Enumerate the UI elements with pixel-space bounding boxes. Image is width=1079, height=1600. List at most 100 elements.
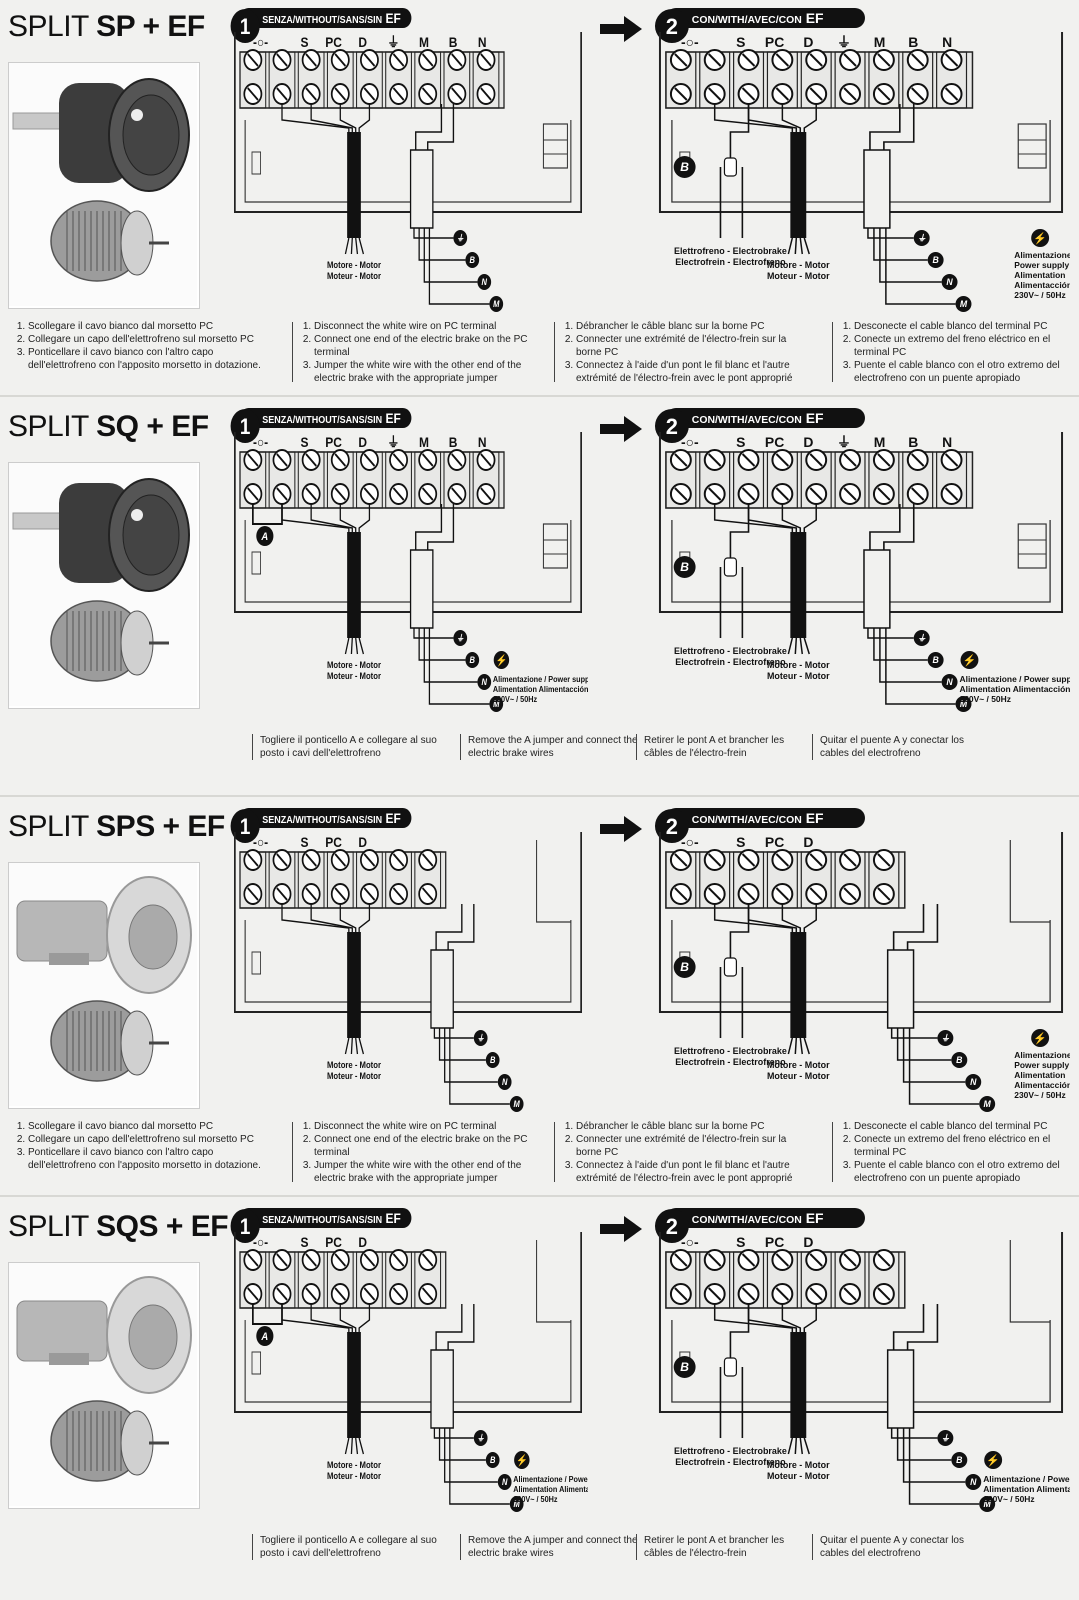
motor-cable (347, 932, 361, 1038)
enclosure-outline (658, 432, 1064, 613)
split-prefix: SPLIT (8, 10, 97, 43)
svg-text:B: B (932, 655, 938, 665)
step-header-text: SENZA/WITHOUT/SANS/SIN EF (262, 410, 401, 426)
power-bolt-glyph: ⚡ (496, 653, 508, 667)
instruction-item: Connectez à l'aide d'un pont le fil blan… (576, 1159, 812, 1185)
terminal-label: -○- (253, 434, 268, 450)
fold-line (0, 795, 1079, 797)
n-marker: N (941, 274, 958, 290)
motor-label: Motore - Motor (767, 660, 830, 670)
relay-box (542, 523, 568, 569)
terminal-block (239, 849, 447, 909)
split-title: SPLIT SP + EF (8, 10, 205, 44)
terminal-label: PC (765, 1234, 784, 1250)
instruction-item: Disconnect the white wire on PC terminal (314, 320, 528, 333)
instructions-fr: Retirer le pont A et brancher les câbles… (636, 1534, 804, 1560)
terminal-label: S (736, 1234, 745, 1250)
svg-text:M: M (493, 700, 499, 710)
power-bolt-glyph: ⚡ (516, 1453, 528, 1467)
supply-cable (430, 1349, 454, 1429)
power-bolt-icon: ⚡ (1031, 229, 1050, 247)
power-supply-label: Alimentazione / Power supply (983, 1474, 1070, 1484)
svg-text:B: B (490, 1456, 496, 1466)
m-marker: M (955, 696, 972, 712)
b-marker: B (485, 1452, 500, 1468)
power-supply-label: Alimentation (1014, 1070, 1065, 1080)
terminal-label: M (874, 434, 886, 450)
n-marker: N (497, 1474, 512, 1490)
power-bolt-glyph: ⚡ (1033, 1032, 1047, 1045)
instruction-item: Scollegare il cavo bianco dal morsetto P… (28, 320, 276, 333)
split-prefix: SPLIT (8, 1210, 97, 1243)
enclosure-outline (234, 832, 582, 1013)
svg-text:B: B (680, 960, 689, 974)
enclosure-inner (671, 120, 1051, 203)
motor-label: Motore - Motor (767, 1060, 830, 1070)
svg-text:M: M (514, 1500, 520, 1510)
model-name: SQ (96, 410, 139, 443)
motor-label: Motore - Motor (767, 1460, 830, 1470)
instruction-item: Puente el cable blanco con el otro extre… (854, 1159, 1072, 1185)
motor-label: Moteur - Motor (327, 270, 382, 281)
motor-label: Moteur - Motor (767, 271, 830, 281)
enclosure-outline (234, 432, 582, 613)
product-photo (8, 862, 200, 1109)
svg-text:B: B (680, 160, 689, 174)
supply-cable (409, 149, 434, 229)
split-prefix: SPLIT (8, 410, 97, 443)
terminal-label: D (803, 34, 813, 50)
instructions-es: Desconecte el cable blanco del terminal … (840, 320, 1072, 385)
svg-text:N: N (970, 1477, 977, 1487)
motor-cable (790, 1332, 807, 1438)
terminal-label: PC (325, 434, 342, 450)
svg-text:M: M (984, 1499, 992, 1509)
svg-text:B: B (932, 255, 938, 265)
instruction-item: Jumper the white wire with the other end… (314, 1159, 528, 1185)
power-supply-label: Alimentazione (1014, 250, 1070, 260)
enclosure-outline (234, 1232, 582, 1413)
brake-label: Electrofrein - Electrofreno (675, 1057, 786, 1067)
split-title: SPLIT SPS + EF (8, 810, 225, 844)
led-window (251, 551, 261, 575)
instructions-fr: Débrancher le câble blanc sur la borne P… (562, 1120, 812, 1185)
power-supply-label: Alimentazione / Power supply (960, 674, 1070, 684)
motor-label: Motore - Motor (327, 1059, 382, 1070)
step-number: 1 (240, 15, 250, 40)
m-marker: M (489, 296, 504, 312)
power-bolt-glyph: ⚡ (986, 1454, 1000, 1467)
instructions-it: Scollegare il cavo bianco dal morsetto P… (14, 320, 276, 372)
brake-label: Electrofrein - Electrofreno (675, 1457, 786, 1467)
svg-text:B: B (470, 256, 476, 266)
svg-text:N: N (482, 278, 488, 288)
supply-cable (863, 549, 891, 629)
motor-label: Moteur - Motor (327, 1470, 382, 1481)
ground-marker: ⏚ (913, 230, 930, 246)
terminal-block (239, 1249, 447, 1309)
svg-text:⏚: ⏚ (917, 233, 926, 243)
power-supply-label: 230V~ / 50Hz (983, 1494, 1034, 1504)
ground-marker: ⏚ (937, 1430, 954, 1446)
power-supply-label: Alimentazione (1014, 1050, 1070, 1060)
terminal-label: M (874, 34, 886, 50)
instruction-item: Scollegare il cavo bianco dal morsetto P… (28, 1120, 276, 1133)
power-supply-label: Alimentation Alimentacción (983, 1484, 1070, 1494)
power-supply-label: Power supply (1014, 1060, 1069, 1070)
terminal-label: D (803, 434, 813, 450)
split-title: SPLIT SQ + EF (8, 410, 209, 444)
instructions-fr: Retirer le pont A et brancher les câbles… (636, 734, 804, 760)
terminal-label: S (300, 834, 308, 850)
supply-cable (863, 149, 891, 229)
terminal-label: B (449, 34, 458, 50)
ground-marker: ⏚ (913, 630, 930, 646)
motor-photo (9, 863, 197, 1106)
svg-text:N: N (970, 1077, 977, 1087)
step-header-text: SENZA/WITHOUT/SANS/SIN EF (262, 10, 401, 26)
enclosure-outline (658, 32, 1064, 213)
